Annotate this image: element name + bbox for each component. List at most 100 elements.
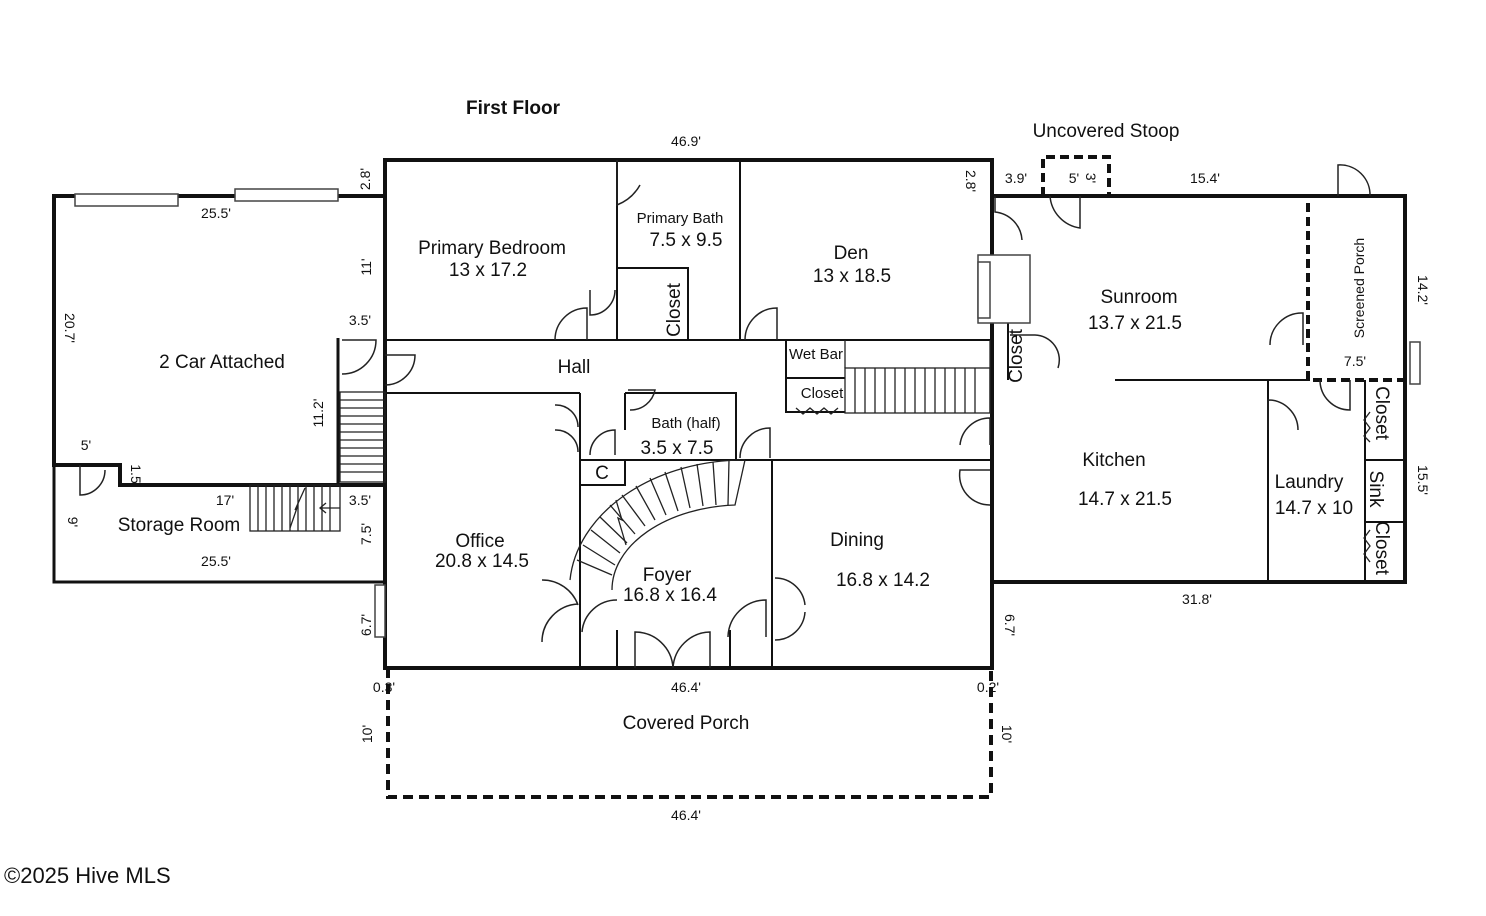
dim-0-2: 0.2' xyxy=(977,679,999,695)
dim-3-5-stair: 3.5' xyxy=(349,492,371,508)
door-swing[interactable] xyxy=(589,289,616,316)
door-swing[interactable] xyxy=(739,427,771,459)
dim-20-7: 20.7' xyxy=(62,313,78,343)
walls xyxy=(52,155,1407,799)
dim-17: 17' xyxy=(216,492,234,508)
east-wing-outline xyxy=(992,194,1407,584)
dim-15-4: 15.4' xyxy=(1190,170,1220,186)
interior-wall xyxy=(580,460,626,486)
room-size-kitchen: 14.7 x 21.5 xyxy=(1078,489,1172,510)
den-stair-top xyxy=(844,340,991,413)
door-swing[interactable] xyxy=(589,429,616,456)
covered-porch-outline xyxy=(386,668,993,799)
dim-stoop-width: 5' xyxy=(1069,170,1079,186)
garage-window xyxy=(74,193,179,207)
dim-10-left: 10' xyxy=(359,725,375,743)
stairs xyxy=(249,340,991,591)
interior-wall xyxy=(1365,459,1405,523)
door-swing[interactable] xyxy=(581,577,806,641)
door-swing[interactable] xyxy=(554,307,588,341)
door-swing[interactable] xyxy=(79,465,106,496)
door-swing[interactable] xyxy=(616,160,641,207)
door-swing[interactable] xyxy=(1269,312,1304,346)
windows xyxy=(74,188,1421,638)
dim-5: 5' xyxy=(81,437,91,453)
interior-wall xyxy=(617,267,689,340)
dim-3-5: 3.5' xyxy=(349,312,371,328)
room-size-bath-half: 3.5 x 7.5 xyxy=(641,438,714,459)
dim-top-width: 46.9' xyxy=(671,133,701,149)
room-name-uncovered-stoop: Uncovered Stoop xyxy=(1033,121,1180,142)
door-swing[interactable] xyxy=(628,389,656,411)
porch-window xyxy=(1409,341,1421,385)
screened-porch-outline xyxy=(1306,194,1407,382)
room-name-bath-half: Bath (half) xyxy=(651,415,720,432)
room-name-primary-bath: Primary Bath xyxy=(637,210,724,227)
fireplace-insert xyxy=(977,261,991,319)
room-size-sunroom: 13.7 x 21.5 xyxy=(1088,313,1182,334)
dim-15-5: 15.5' xyxy=(1415,465,1431,495)
room-name-laundry: Laundry xyxy=(1275,472,1344,493)
dim-garage-top: 25.5' xyxy=(201,205,231,221)
dim-2-8-right: 2.8' xyxy=(963,170,979,192)
stoop-outline xyxy=(1041,155,1111,196)
storage-outline xyxy=(52,465,385,584)
room-size-primary-bedroom: 13 x 17.2 xyxy=(449,260,527,281)
dim-front-width: 46.4' xyxy=(671,679,701,695)
stair-arrow xyxy=(318,502,340,514)
door-swing[interactable] xyxy=(1010,334,1061,369)
door-swing[interactable] xyxy=(727,599,767,638)
door-swing[interactable] xyxy=(959,417,991,446)
dim-7-5: 7.5' xyxy=(358,523,374,545)
copyright-watermark: ©2025 Hive MLS xyxy=(4,863,171,888)
door-swing[interactable] xyxy=(554,404,579,453)
doors xyxy=(79,160,1371,669)
room-size-foyer: 16.8 x 16.4 xyxy=(623,585,717,606)
stair-treads xyxy=(854,368,976,413)
door-swing[interactable] xyxy=(341,339,377,375)
dim-14-2: 14.2' xyxy=(1415,275,1431,305)
dim-9: 9' xyxy=(65,517,81,527)
room-size-dining: 16.8 x 14.2 xyxy=(836,570,930,591)
dim-stoop-height: 3' xyxy=(1083,173,1099,183)
dim-0-3: 0.3' xyxy=(373,679,395,695)
door-swing[interactable] xyxy=(384,354,416,386)
room-size-primary-bath: 7.5 x 9.5 xyxy=(650,230,723,251)
room-size-den: 13 x 18.5 xyxy=(813,266,891,287)
room-name-office: Office xyxy=(455,531,504,552)
door-swing[interactable] xyxy=(1319,379,1351,411)
door-swing[interactable] xyxy=(994,196,1023,241)
curved-stair-outer xyxy=(569,459,746,581)
room-name-primary-bedroom: Primary Bedroom xyxy=(418,238,566,259)
curved-stair-inner xyxy=(611,459,746,591)
door-swing[interactable] xyxy=(958,469,991,506)
office-window xyxy=(374,584,386,638)
dim-3-9: 3.9' xyxy=(1005,170,1027,186)
bifold xyxy=(795,407,839,415)
door-swing[interactable] xyxy=(541,579,579,643)
door-swing[interactable] xyxy=(1337,164,1371,197)
room-name-sunroom: Sunroom xyxy=(1100,287,1177,308)
dim-6-7-left: 6.7' xyxy=(358,614,374,636)
room-name-dining: Dining xyxy=(830,530,884,551)
interior-wall xyxy=(785,340,845,413)
room-name-screened-porch: Screened Porch xyxy=(1351,238,1367,338)
dim-6-7-right: 6.7' xyxy=(1002,614,1018,636)
house-outline xyxy=(383,158,994,670)
room-name-storage: Storage Room xyxy=(118,515,241,536)
room-name-garage: 2 Car Attached xyxy=(159,352,285,373)
room-name-covered-porch: Covered Porch xyxy=(623,713,750,734)
door-swing[interactable] xyxy=(1267,399,1299,431)
front-door[interactable] xyxy=(634,631,711,669)
dim-storage-bottom: 25.5' xyxy=(201,553,231,569)
room-name-foyer: Foyer xyxy=(643,565,692,586)
room-name-kitchen: Kitchen xyxy=(1082,450,1145,471)
dim-2-8: 2.8' xyxy=(357,168,373,190)
door-swing[interactable] xyxy=(1049,195,1081,229)
garage-stair xyxy=(339,391,386,483)
room-name-den: Den xyxy=(834,243,869,264)
door-swing[interactable] xyxy=(744,307,778,341)
dim-10-right: 10' xyxy=(999,725,1015,743)
bifold-doors xyxy=(795,407,1371,563)
